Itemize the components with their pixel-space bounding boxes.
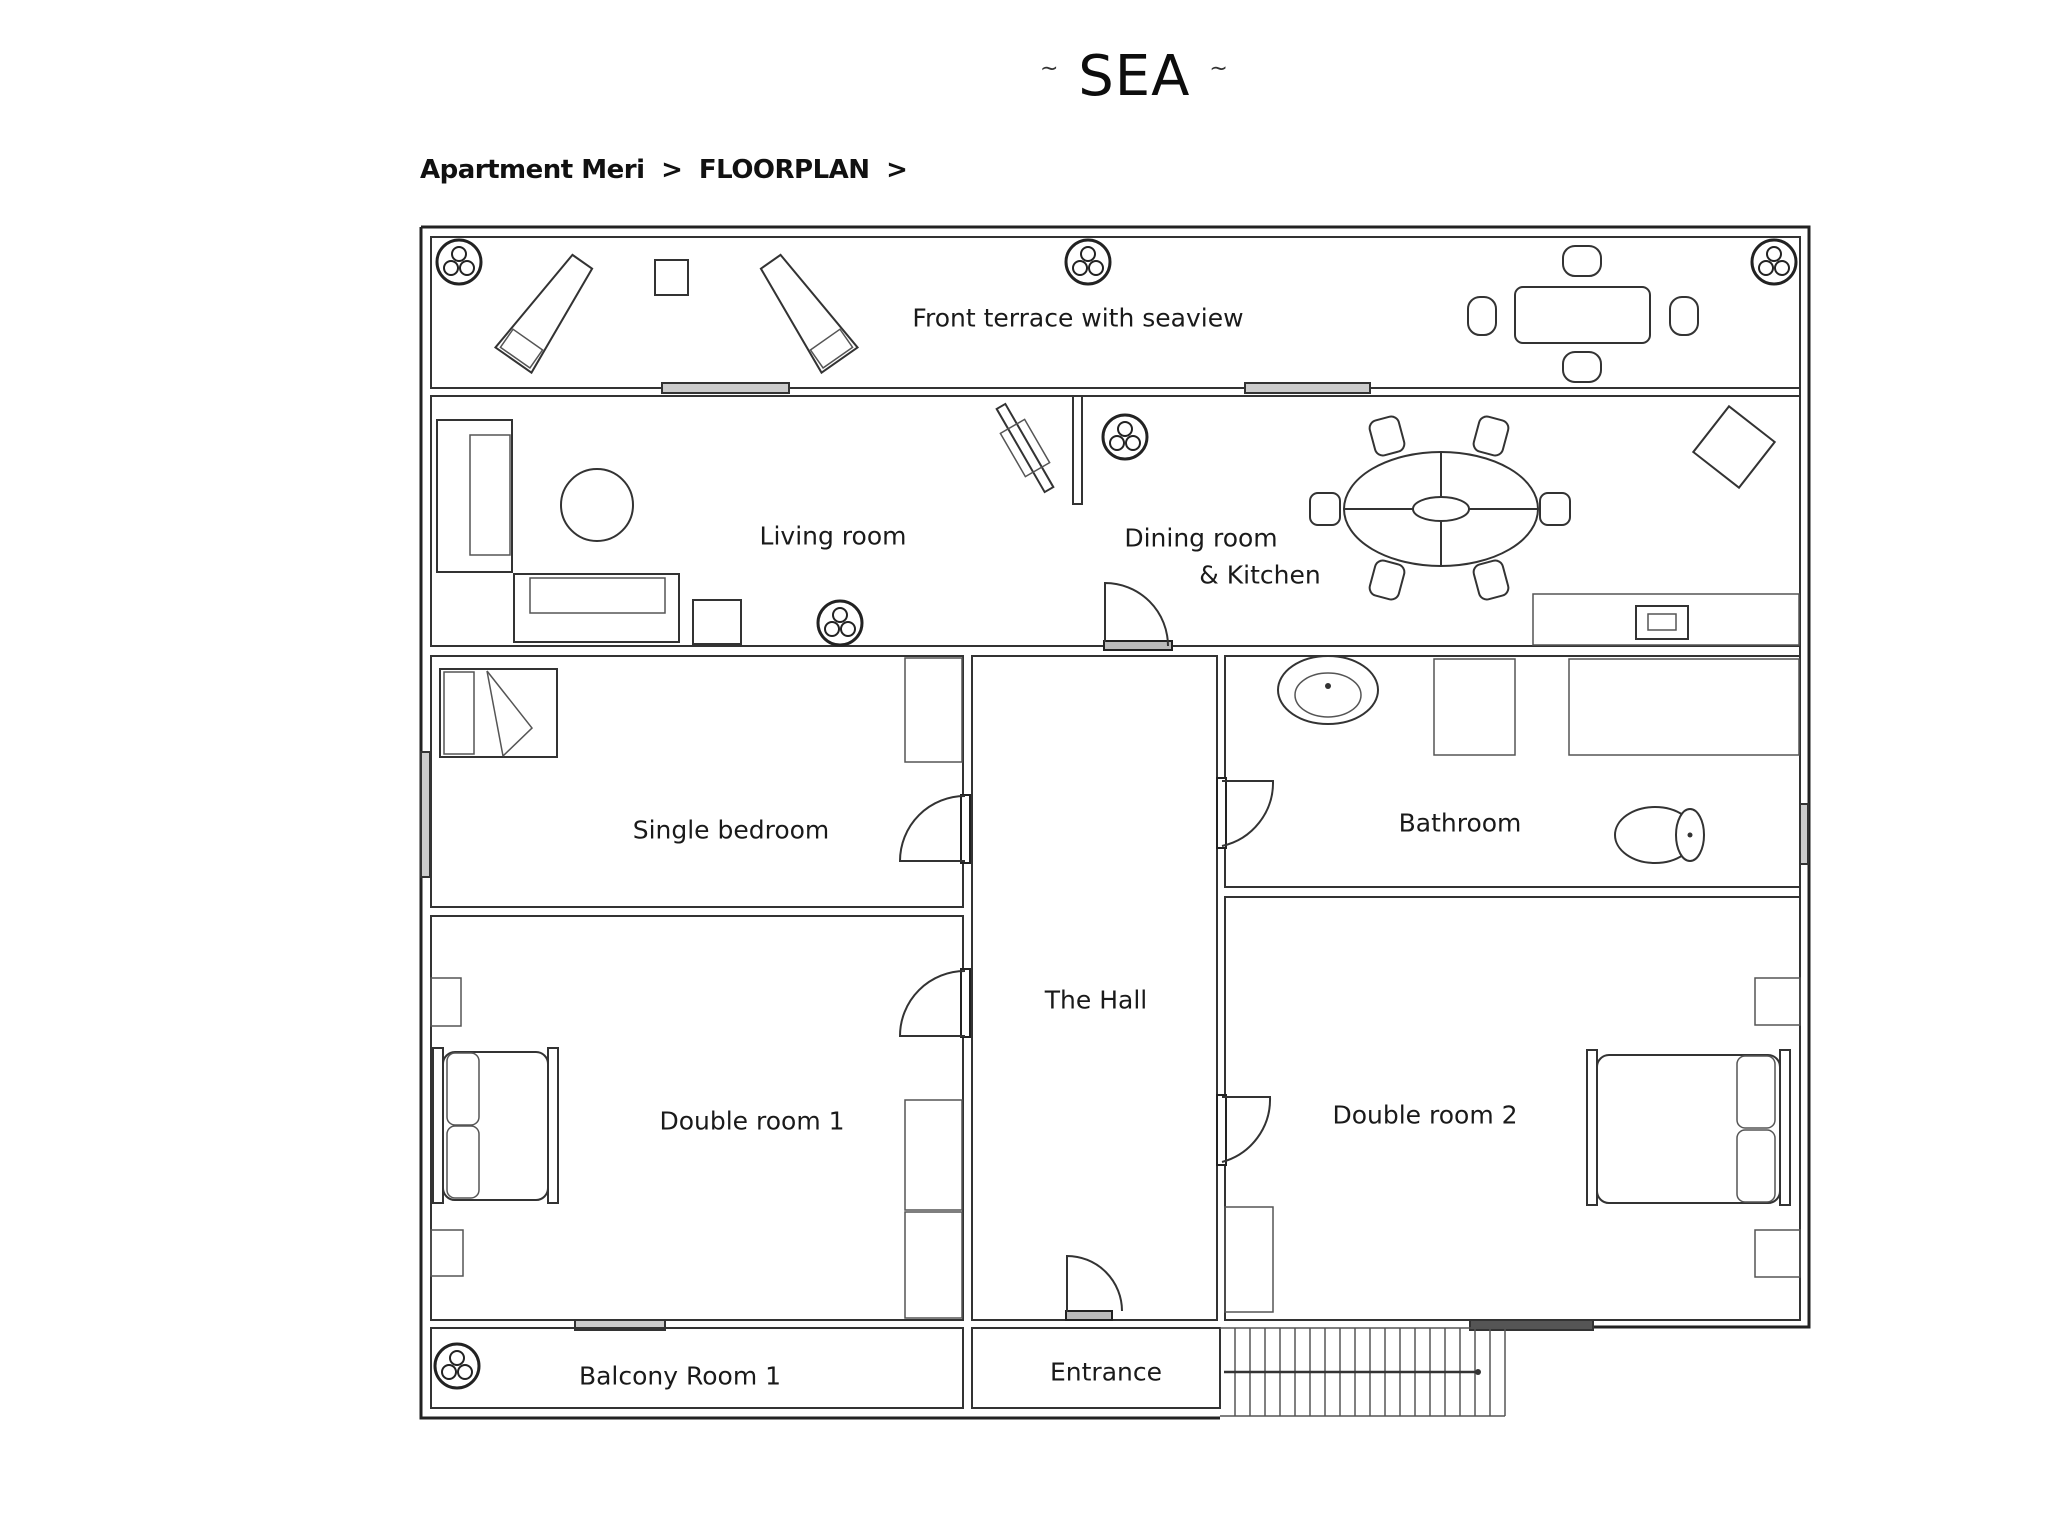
plant-icon	[1064, 238, 1112, 286]
nightstand-icon	[430, 977, 462, 1027]
window-icon	[574, 1319, 666, 1331]
door-icon	[1216, 1094, 1272, 1166]
tv-icon	[995, 402, 1055, 494]
door-icon	[898, 794, 971, 864]
breadcrumb-item-floorplan[interactable]: FLOORPLAN	[698, 155, 870, 185]
nightstand-icon	[1754, 977, 1801, 1026]
stairs-icon	[1220, 1327, 1506, 1417]
side-table-icon	[654, 259, 689, 296]
plant-icon	[816, 599, 864, 647]
plant-icon	[1101, 413, 1149, 461]
entrance-room	[971, 1327, 1221, 1409]
breadcrumb-separator: >	[886, 155, 908, 185]
washbasin-icon	[1277, 655, 1379, 725]
living-dining-room	[430, 395, 1801, 651]
hall-room	[971, 655, 1218, 1321]
balcony-room	[430, 1327, 964, 1409]
window-icon	[1469, 1319, 1594, 1331]
kitchen-sink-icon	[1635, 605, 1689, 640]
outer-walls	[419, 225, 1811, 1420]
sofa-icon	[513, 573, 680, 643]
room-label-entrance: Entrance	[1049, 1357, 1163, 1387]
door-icon	[1216, 777, 1275, 849]
wardrobe-icon	[904, 1211, 963, 1319]
plant-icon	[433, 1342, 481, 1390]
sun-lounger-icon	[493, 253, 594, 375]
room-label-double-2: Double room 2	[1332, 1100, 1518, 1130]
plan-title: ~ SEA ~	[1040, 44, 1229, 109]
toilet-icon	[1614, 806, 1705, 864]
room-label-balcony: Balcony Room 1	[578, 1361, 782, 1391]
nightstand-icon	[1754, 1229, 1801, 1278]
room-label-hall: The Hall	[1044, 985, 1148, 1015]
bathtub-icon	[1568, 658, 1800, 756]
dining-table-icon	[1309, 415, 1571, 601]
shower-icon	[1433, 658, 1516, 756]
terrace-table-icon	[1467, 245, 1699, 383]
single-bed-icon	[439, 668, 558, 758]
window-icon	[661, 382, 790, 394]
sun-lounger-icon	[759, 253, 860, 375]
room-label-single-bedroom: Single bedroom	[632, 815, 830, 845]
title-tilde-left: ~	[1040, 56, 1060, 82]
side-table-icon	[692, 599, 742, 645]
window-icon	[1799, 803, 1809, 865]
nightstand-icon	[430, 1229, 464, 1277]
wardrobe-icon	[904, 657, 963, 763]
kitchen-counter-icon	[1532, 593, 1800, 646]
breadcrumb-separator: >	[661, 155, 683, 185]
title-tilde-right: ~	[1209, 56, 1229, 82]
window-icon	[1244, 382, 1371, 394]
armchair-icon	[1691, 404, 1777, 490]
round-table-icon	[560, 468, 634, 542]
double-room-2-room	[1216, 896, 1801, 1331]
door-icon	[898, 968, 971, 1038]
title-text: SEA	[1078, 44, 1191, 109]
door-icon	[1065, 1254, 1123, 1321]
wardrobe-icon	[904, 1099, 963, 1211]
door-icon	[1103, 581, 1173, 651]
room-label-double-1: Double room 1	[659, 1106, 845, 1136]
room-label-dining: Dining room	[1124, 523, 1278, 553]
room-label-living: Living room	[759, 521, 907, 551]
double-bed-icon	[1586, 1049, 1791, 1206]
double-room-1-room	[430, 915, 971, 1331]
bathroom-room	[1216, 655, 1809, 888]
wardrobe-icon	[1224, 1206, 1274, 1313]
plant-icon	[1750, 238, 1798, 286]
room-label-bathroom: Bathroom	[1398, 808, 1522, 838]
room-label-kitchen: & Kitchen	[1199, 560, 1321, 590]
breadcrumb-item-apartment[interactable]: Apartment Meri	[420, 155, 645, 185]
window-icon	[420, 751, 431, 878]
single-bedroom-room	[420, 655, 971, 908]
terrace-room	[430, 236, 1801, 394]
plant-icon	[435, 238, 483, 286]
breadcrumb: Apartment Meri > FLOORPLAN >	[420, 155, 915, 185]
room-label-terrace: Front terrace with seaview	[912, 303, 1244, 333]
double-bed-icon	[432, 1047, 559, 1204]
sofa-icon	[436, 419, 513, 573]
